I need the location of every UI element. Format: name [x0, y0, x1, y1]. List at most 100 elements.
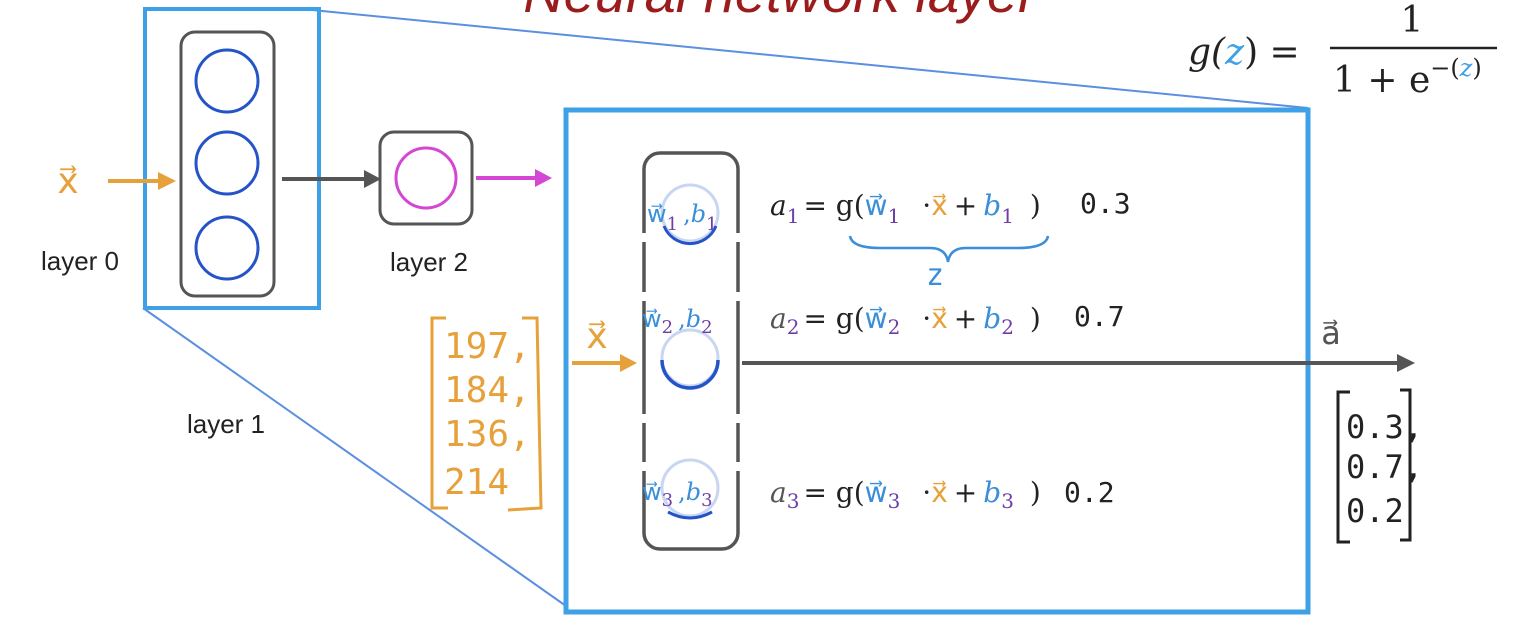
sigmoid-g: g(: [1188, 32, 1226, 73]
output-value-3: 0.2: [1346, 492, 1404, 530]
detail-neuron-1: [660, 183, 720, 243]
detail-layer-container: [642, 151, 740, 551]
input-value-4: 214: [444, 462, 509, 503]
layer0-label: layer 0: [41, 246, 119, 276]
output-value-1: 0.3,: [1346, 408, 1423, 446]
neuron2-params: w⃗2,b2: [642, 305, 713, 338]
container-gap-1: [640, 233, 742, 242]
layer1-neuron-3: [194, 215, 260, 281]
neuron1-params: w⃗1,b1: [647, 200, 718, 235]
neuron3-eq-mid: = g(: [803, 476, 864, 509]
neuron2-eq-b: b: [983, 302, 1001, 335]
container-gap-4: [640, 462, 742, 471]
container-gap-2: [640, 292, 742, 301]
detail-input-label: x⃗: [586, 316, 607, 357]
neuron1-eq-b-sub: 1: [1001, 204, 1014, 228]
neuron2-param-w-sub: 2: [662, 317, 673, 338]
layer1-to-layer2-head: [364, 170, 381, 188]
neuron3-value: 0.2: [1064, 476, 1115, 509]
neuron3-eq-plus: +: [954, 476, 977, 509]
neuron3-params: w⃗3,b3: [642, 478, 713, 511]
neuron3-eq-close: ): [1030, 476, 1041, 509]
layer2-container: [378, 130, 474, 226]
neuron3-eq-a-sub: 3: [787, 489, 800, 513]
neuron1-param-b: b: [691, 200, 706, 228]
output-vector-left-bracket: [1336, 390, 1350, 544]
neuron3-eq-b-sub: 3: [1001, 489, 1014, 513]
neuron3-eq-dot: ·: [922, 476, 931, 509]
output-vector-right-bracket: [1400, 388, 1412, 542]
neuron2-eq-x: x⃗: [931, 302, 948, 335]
neuron1-eq-x: x⃗: [931, 189, 948, 222]
sigmoid-denominator-base: 1 + e: [1333, 60, 1430, 101]
neuron2-eq-dot: ·: [922, 302, 931, 335]
sigmoid-z: z: [1224, 32, 1245, 73]
neuron1-eq-w-sub: 1: [888, 204, 901, 228]
detail-neuron-2-arc: [660, 359, 720, 390]
layer2-neuron: [394, 146, 458, 210]
neuron2-eq-w-sub: 2: [888, 315, 901, 339]
neuron2-eq-mid: = g(: [803, 302, 864, 335]
neuron2-eq-a-sub: 2: [787, 315, 800, 339]
neuron2-eq-plus: +: [954, 302, 977, 335]
sigmoid-denominator: 1 + e−(z): [1333, 54, 1482, 101]
neuron1-equation: a1= g(w⃗1·x⃗+b1): [770, 189, 1041, 228]
input-vector-left-bracket: [430, 316, 448, 510]
neuron3-eq-x: x⃗: [931, 476, 948, 509]
neuron1-param-w: w⃗: [647, 200, 667, 228]
layer2-output-head: [535, 169, 552, 187]
input-value-2: 184,: [444, 370, 531, 411]
input-vector-right-bracket: [507, 316, 543, 512]
neuron2-eq-w: w⃗: [865, 302, 888, 335]
sigmoid-exp-z: z: [1459, 54, 1473, 82]
sigmoid-equals: ) =: [1244, 32, 1300, 73]
input-value-3: 136,: [444, 414, 531, 455]
layer2-label: layer 2: [390, 247, 468, 277]
detail-neuron-2: [660, 328, 720, 388]
detail-neuron-3: [660, 458, 720, 518]
input-value-1: 197,: [444, 326, 531, 367]
neuron3-eq-a: a: [770, 476, 787, 509]
neuron2-eq-a: a: [770, 302, 787, 335]
neuron1-eq-a: a: [770, 189, 787, 222]
neuron2-eq-close: ): [1030, 302, 1041, 335]
neuron2-equation: a2= g(w⃗2·x⃗+b2): [770, 302, 1041, 339]
neuron3-eq-w: w⃗: [865, 476, 888, 509]
output-vector: 0.3, 0.7, 0.2: [1336, 388, 1423, 544]
neuron1-eq-plus: +: [954, 189, 977, 222]
neuron1-param-b-sub: 1: [706, 214, 717, 235]
zoom-line-top: [311, 9, 1309, 109]
neuron1-eq-mid: = g(: [803, 189, 864, 222]
neuron3-param-b-sub: 3: [701, 490, 712, 511]
neuron3-eq-w-sub: 3: [888, 489, 901, 513]
sigmoid-lhs: g(z) =: [1188, 32, 1300, 73]
neuron2-param-w: w⃗: [642, 305, 662, 333]
detail-neuron-3-arc: [667, 510, 713, 520]
neuron1-param-w-sub: 1: [667, 214, 678, 235]
layer1-highlight-box: [143, 7, 321, 310]
detail-input-arrow-head: [620, 354, 637, 372]
input-arrow-head: [158, 172, 176, 190]
neuron1-eq-b: b: [983, 189, 1001, 222]
neuron2-eq-b-sub: 2: [1001, 315, 1014, 339]
output-value-2: 0.7,: [1346, 448, 1423, 486]
layer1-neuron-1: [194, 48, 260, 114]
neuron3-equation: a3= g(w⃗3·x⃗+b3): [770, 476, 1041, 513]
neuron3-param-w-sub: 3: [662, 490, 673, 511]
layer1-label: layer 1: [187, 409, 265, 439]
detail-neuron-1-arc: [662, 225, 718, 246]
neuron2-param-b: b: [686, 305, 701, 333]
sigmoid-exp-minus: −(: [1430, 54, 1459, 82]
layer1-neuron-2: [194, 130, 260, 196]
container-gap-3: [640, 414, 742, 423]
neuron3-param-b: b: [686, 478, 701, 506]
zoom-line-bottom: [142, 307, 567, 607]
neuron3-param-sep: ,: [678, 478, 686, 506]
neuron2-param-sep: ,: [678, 305, 686, 333]
neuron1-param-sep: ,: [683, 200, 691, 228]
sigmoid-formula: g(z) = 1 1 + e−(z): [1188, 0, 1497, 101]
output-label: a⃗: [1321, 314, 1341, 352]
slide-title: Neural network layer: [523, 0, 1039, 24]
neuron2-param-b-sub: 2: [701, 317, 712, 338]
